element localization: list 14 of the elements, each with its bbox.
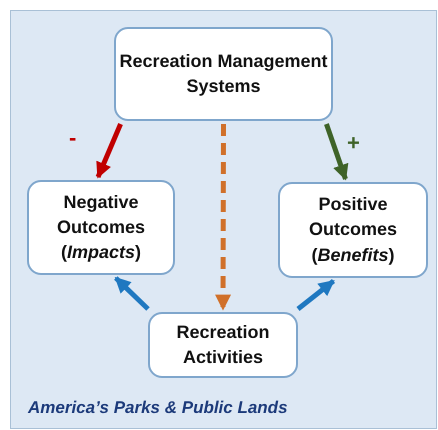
arrow	[324, 123, 348, 180]
rounded-box	[27, 180, 175, 275]
node-text: Positive Outcomes (Benefits)	[308, 193, 398, 267]
arrow	[114, 276, 150, 311]
node-text: Recreation Management Systems	[118, 50, 329, 98]
arrow	[215, 124, 232, 311]
arrow	[96, 123, 123, 178]
caption: America’s Parks & Public Lands	[28, 398, 288, 418]
rounded-box	[148, 312, 298, 378]
arrow	[296, 279, 336, 311]
rounded-box	[114, 27, 333, 121]
rounded-box	[278, 182, 428, 278]
node-text: Negative Outcomes (Impacts)	[56, 190, 146, 264]
node-text: Recreation Activities	[175, 320, 271, 369]
